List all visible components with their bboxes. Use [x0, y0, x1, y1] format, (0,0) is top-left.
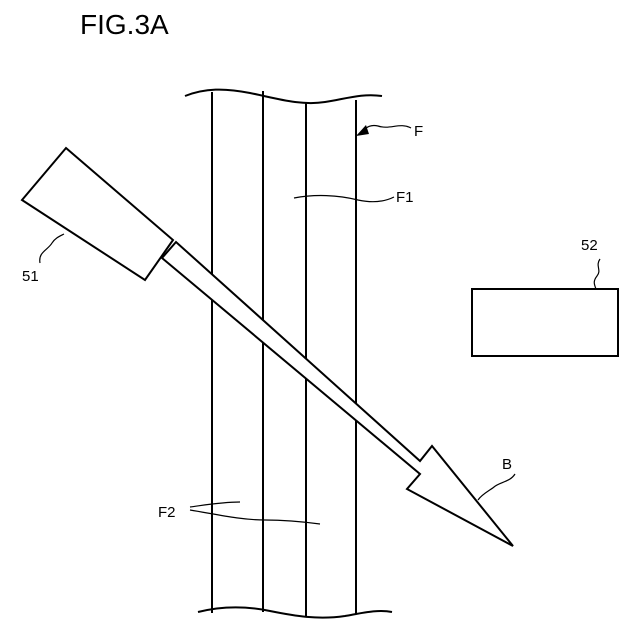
beam-label: B: [502, 456, 512, 473]
receiver-label: 52: [581, 237, 598, 254]
layer-lower-leader-line-2: [190, 510, 320, 524]
beam-leader-line: [478, 474, 515, 500]
emitter-label: 51: [22, 268, 39, 285]
film-top-break-line: [185, 90, 382, 104]
beam-arrow: [162, 242, 513, 546]
layer-lower-label: F2: [158, 504, 176, 521]
film-label: F: [414, 123, 423, 140]
layer-upper-leader-line: [294, 196, 394, 202]
layer-lower-leader-line-1: [190, 502, 240, 507]
receiver-leader-line: [594, 259, 600, 289]
emitter-leader-line: [40, 234, 64, 263]
layer-upper-label: F1: [396, 189, 414, 206]
film-bottom-break-line: [198, 607, 392, 617]
film-leader-arrowhead: [356, 125, 369, 136]
film-leader-line: [362, 125, 411, 131]
emitter-box: [22, 148, 173, 280]
receiver-box: [472, 289, 618, 356]
figure-title: FIG.3A: [80, 9, 169, 40]
